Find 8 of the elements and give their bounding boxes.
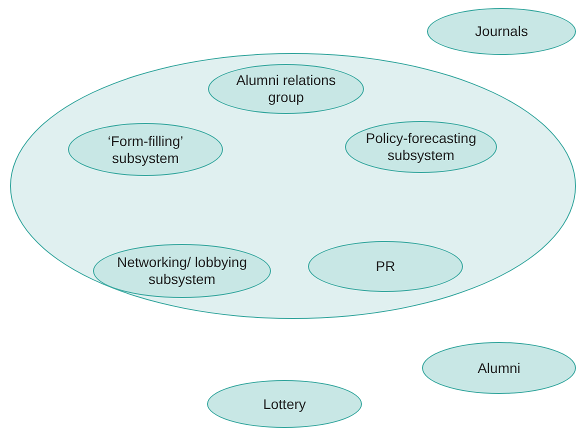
node-label: ‘Form-filling’ subsystem (106, 132, 184, 166)
node-label: Networking/ lobbying subsystem (116, 254, 248, 288)
node-label: Lottery (262, 396, 307, 412)
node-label: Alumni relations group (235, 72, 337, 106)
node-label: Journals (474, 23, 529, 40)
node-label: PR (374, 258, 396, 275)
node-label: Alumni (476, 360, 522, 376)
node-label: Policy-forecasting subsystem (364, 130, 478, 164)
